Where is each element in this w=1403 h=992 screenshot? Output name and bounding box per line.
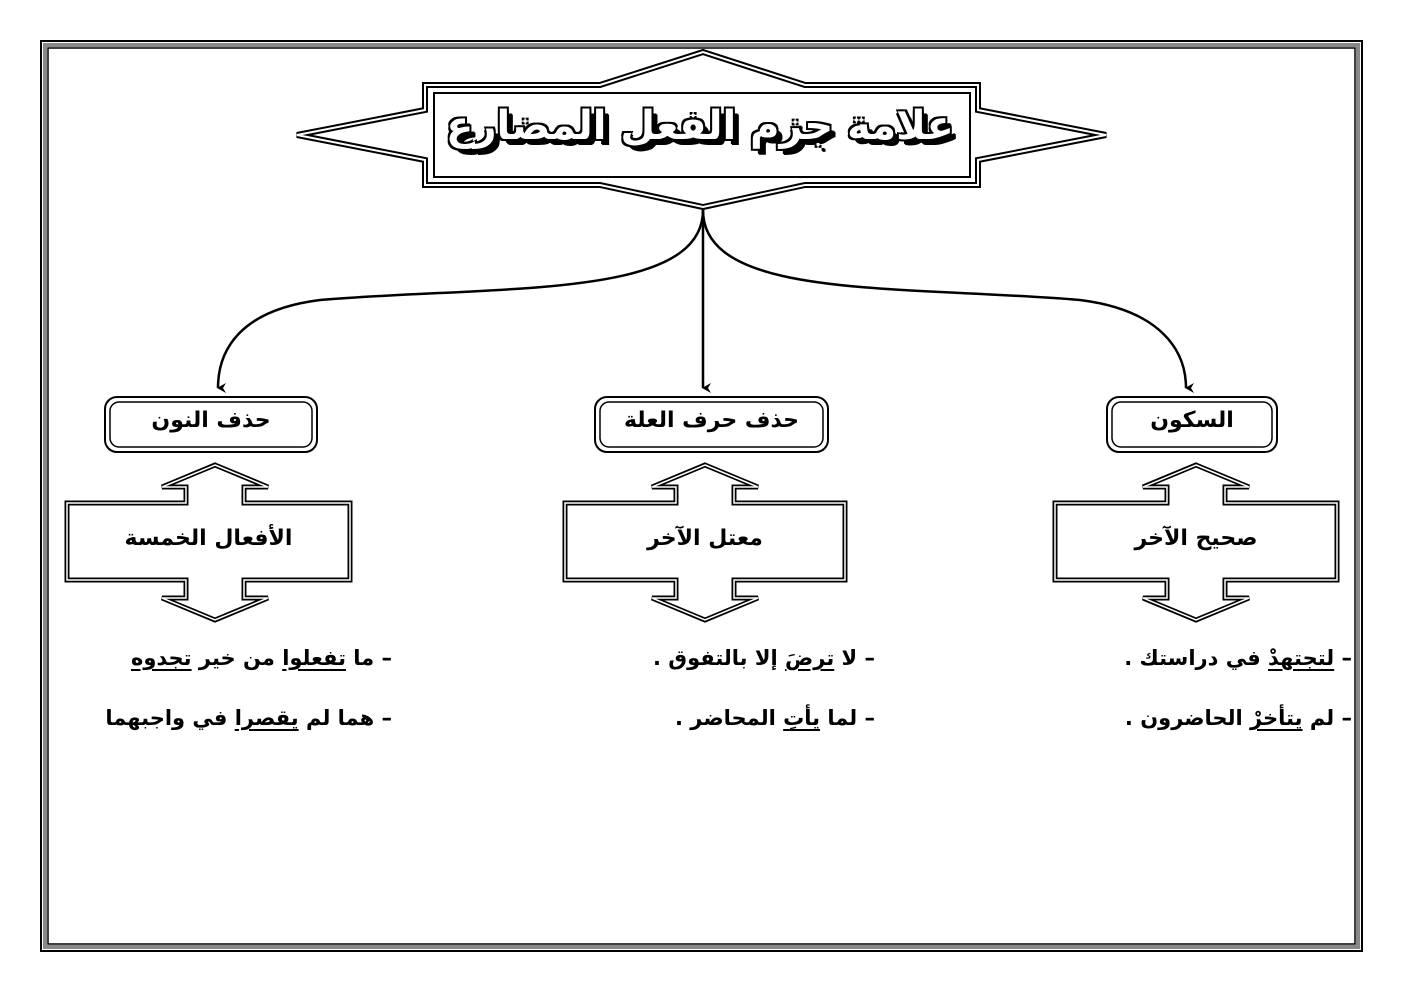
type-sahih: صحيح الآخر xyxy=(1134,526,1258,551)
page-frame xyxy=(40,40,1363,952)
example-sentence: – لما يأتِ المحاضر . xyxy=(675,706,875,730)
sentence-text: في واجبهما xyxy=(105,706,235,730)
jussive-verb: لتجتهدْ xyxy=(1268,646,1335,670)
diagram-title: علامة جزم الفعل المضارع xyxy=(446,103,954,149)
type-afal-khamsa: الأفعال الخمسة xyxy=(124,526,293,551)
jussive-verb: يأتِ xyxy=(783,706,821,730)
example-sentence: – ما تفعلوا من خير تجدوه xyxy=(131,646,392,670)
sentence-text: الحاضرون . xyxy=(1124,706,1250,730)
mark-hadhf-nun: حذف النون xyxy=(151,408,271,433)
sentence-text: – ما xyxy=(345,646,392,670)
sentence-text: في دراستك . xyxy=(1124,646,1269,670)
type-mutal: معتل الآخر xyxy=(647,526,763,551)
example-sentence: – هما لم يقصرا في واجبهما xyxy=(105,706,392,730)
double-arrow-1 xyxy=(564,464,846,621)
title-star-shape xyxy=(296,48,1107,211)
example-sentence: – لتجتهدْ في دراستك . xyxy=(1124,646,1352,670)
jussive-verb: يتأخرْ xyxy=(1249,706,1303,730)
double-arrow-2 xyxy=(66,464,351,621)
jussive-verb: ترضَ xyxy=(785,646,835,670)
type-arrows xyxy=(64,462,1340,623)
sentence-text: – لا xyxy=(834,646,875,670)
jussive-verb: تفعلوا xyxy=(282,646,346,670)
mark-boxes xyxy=(104,396,1278,453)
connectors xyxy=(216,209,1195,394)
sentence-text: – لم xyxy=(1302,706,1352,730)
example-sentence: – لا ترضَ إلا بالتفوق . xyxy=(653,646,875,670)
mark-sukun: السكون xyxy=(1150,408,1234,433)
jussive-verb: تجدوه xyxy=(130,646,192,670)
double-arrow-0 xyxy=(1054,464,1338,621)
example-sentence: – لم يتأخرْ الحاضرون . xyxy=(1125,706,1352,730)
sentence-text: – هما لم xyxy=(298,706,392,730)
mark-hadhf-illa: حذف حرف العلة xyxy=(623,408,800,433)
sentence-text: المحاضر . xyxy=(675,706,784,730)
sentence-text: من خير xyxy=(191,646,283,670)
sentence-text: – xyxy=(1334,646,1352,670)
sentence-text: – لما xyxy=(820,706,875,730)
jussive-verb: يقصرا xyxy=(234,706,299,730)
sentence-text: إلا بالتفوق . xyxy=(653,646,786,670)
